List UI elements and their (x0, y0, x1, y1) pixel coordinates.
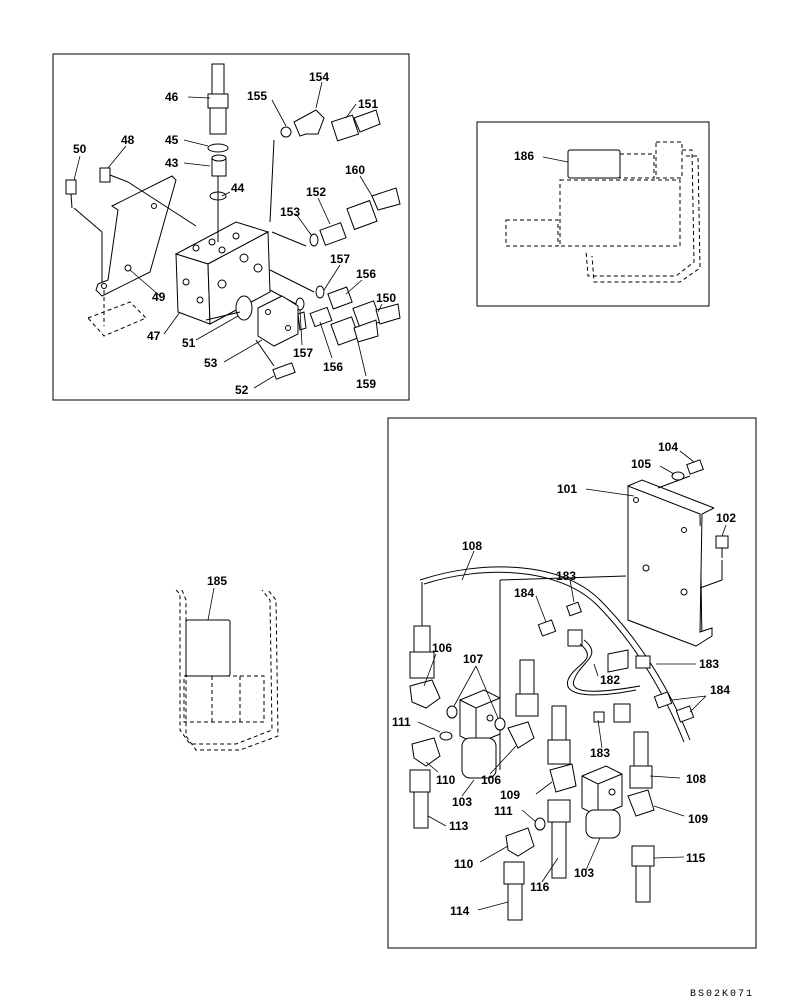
part-186-box (567, 149, 621, 179)
callout-111-lower: 111 (494, 804, 513, 818)
filter-103-left (461, 737, 497, 779)
valve-block-side (207, 231, 271, 325)
callout-110-lower: 110 (454, 857, 474, 871)
filter-103-center (585, 809, 621, 839)
callout-109-left: 109 (500, 788, 520, 802)
callout-105: 105 (631, 457, 651, 471)
callout-151: 151 (358, 97, 378, 111)
callout-157-upper: 157 (330, 252, 350, 266)
callout-114: 114 (450, 904, 470, 918)
callout-113: 113 (449, 819, 469, 833)
location-view-top-panel: 186 (476, 121, 710, 307)
callout-152: 152 (306, 185, 326, 199)
part-185-box (185, 619, 231, 677)
callout-155: 155 (247, 89, 267, 103)
o-ring-155 (280, 126, 292, 138)
callout-184-right: 184 (710, 683, 730, 697)
callout-50: 50 (73, 142, 87, 156)
valve-block-front (175, 253, 211, 325)
callout-107: 107 (463, 652, 483, 666)
callout-45: 45 (165, 133, 179, 147)
callout-52: 52 (235, 383, 249, 397)
callout-106-lower: 106 (481, 773, 501, 787)
elbow-106-left (409, 679, 441, 709)
callout-101: 101 (557, 482, 577, 496)
callout-103-left: 103 (452, 795, 472, 809)
flange-53 (257, 295, 299, 347)
callout-156-lower: 156 (323, 360, 343, 374)
elbow-110-lower (505, 827, 535, 857)
callout-108-upper: 108 (462, 539, 482, 553)
callout-182: 182 (600, 673, 620, 687)
valve-block-frame (52, 53, 410, 401)
bracket-49 (95, 175, 177, 297)
valve-block-panel: 46 155 154 151 45 43 44 50 48 160 152 15… (52, 53, 410, 401)
callout-183-lower: 183 (590, 746, 610, 760)
callout-111-left: 111 (392, 715, 411, 729)
callout-47: 47 (147, 329, 161, 343)
callout-186: 186 (514, 149, 534, 163)
callout-153: 153 (280, 205, 300, 219)
elbow-154 (293, 109, 325, 137)
filter-assembly-frame (387, 417, 757, 949)
callout-109-right: 109 (688, 812, 708, 826)
filter-assembly-panel: 104 105 101 102 108 183 184 106 107 183 … (387, 417, 757, 949)
callout-49: 49 (152, 290, 166, 304)
callout-44: 44 (231, 181, 245, 195)
callout-116: 116 (530, 880, 550, 894)
fitting-46 (211, 63, 225, 95)
callout-104: 104 (658, 440, 678, 454)
callout-157-lower: 157 (293, 346, 313, 360)
callout-184-left: 184 (514, 586, 534, 600)
callout-115: 115 (686, 851, 706, 865)
o-ring-51 (235, 295, 253, 321)
location-view-top-frame (476, 121, 710, 307)
elbow-110-left (411, 737, 441, 767)
callout-106-upper: 106 (432, 641, 452, 655)
callout-150: 150 (376, 291, 396, 305)
location-view-left-panel: 185 (175, 574, 279, 751)
callout-159: 159 (356, 377, 376, 391)
callout-154: 154 (309, 70, 329, 84)
callout-103-center: 103 (574, 866, 594, 880)
callout-185: 185 (207, 574, 227, 588)
callout-53: 53 (204, 356, 218, 370)
callout-183-right: 183 (699, 657, 719, 671)
callout-108-lower: 108 (686, 772, 706, 786)
callout-48: 48 (121, 133, 135, 147)
callout-46: 46 (165, 90, 179, 104)
callout-102: 102 (716, 511, 736, 525)
callout-156-upper: 156 (356, 267, 376, 281)
callout-43: 43 (165, 156, 179, 170)
callout-183-upper: 183 (556, 569, 576, 583)
callout-51: 51 (182, 336, 196, 350)
callout-110-left: 110 (436, 773, 456, 787)
callout-160: 160 (345, 163, 365, 177)
drawing-code: BS02K071 (690, 989, 754, 1000)
